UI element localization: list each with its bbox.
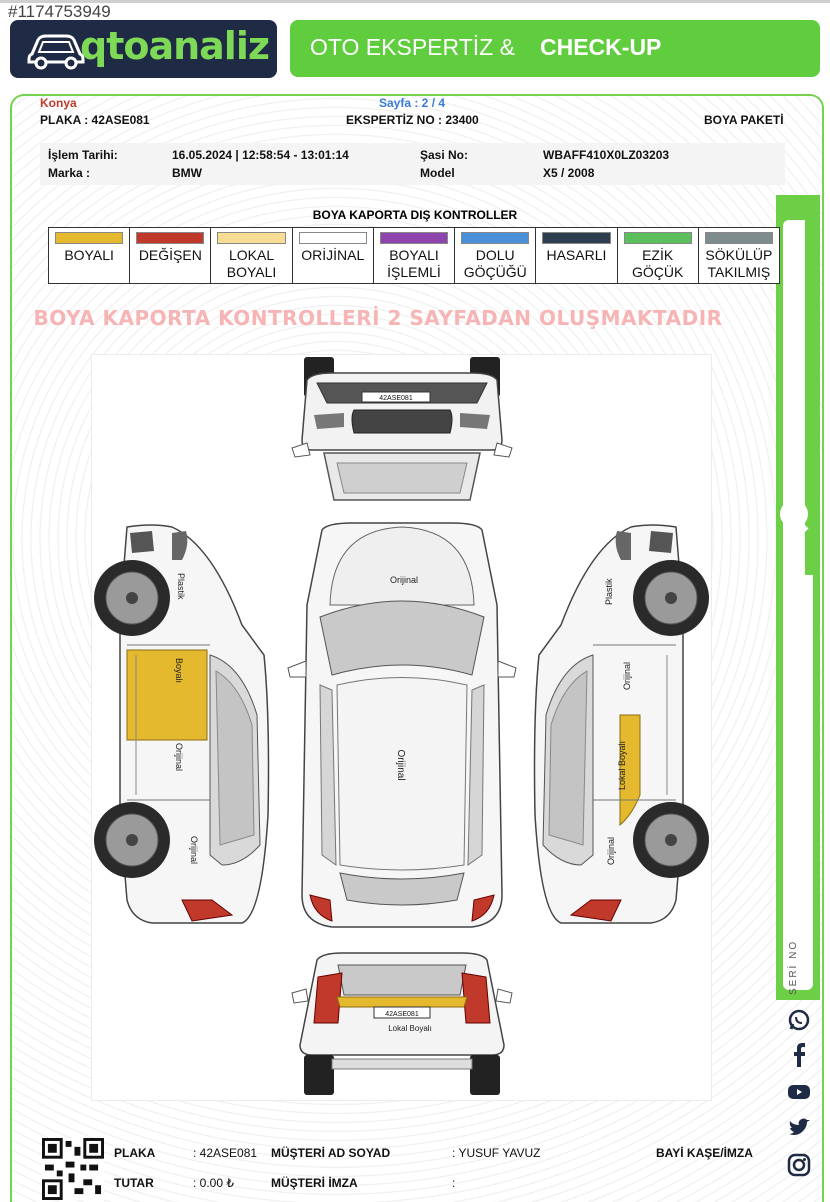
legend-item: HASARLI (536, 228, 618, 283)
logo: qtoanaliz (10, 20, 277, 78)
legend-item: BOYALI İŞLEMLİ (374, 228, 456, 283)
car-logo-icon (27, 34, 85, 70)
legend-label: EZİK GÖÇÜK (631, 247, 684, 280)
footer-customer-label: MÜŞTERİ AD SOYAD (271, 1146, 391, 1160)
header-title-normal: OTO EKSPERTİZ & (310, 34, 515, 60)
left-rear-door-label: Orijinal (174, 743, 184, 771)
left-fender-label: Plastik (176, 573, 186, 600)
side-strip-top (805, 195, 820, 575)
top-view: Orijinal Orijinal (287, 522, 517, 928)
rear-label: Lokal Boyalı (388, 1024, 432, 1033)
legend-item: LOKAL BOYALI (211, 228, 293, 283)
legend-label: BOYALI İŞLEMLİ (387, 247, 441, 280)
legend-label: LOKAL BOYALI (226, 247, 277, 280)
footer-amount-value: : 0.00 ₺ (193, 1176, 234, 1190)
model-value: X5 / 2008 (543, 166, 595, 180)
legend-item: DEĞİŞEN (130, 228, 212, 283)
legend-swatch (623, 232, 692, 244)
footer-customer-value: : YUSUF YAVUZ (452, 1146, 541, 1160)
left-rear-fender-label: Orijinal (189, 836, 199, 864)
top-border (0, 0, 830, 3)
car-diagram: 42ASE081 Orijinal Orijinal (91, 354, 712, 1101)
roof-label: Orijinal (395, 749, 406, 780)
legend-item: EZİK GÖÇÜK (618, 228, 699, 283)
legend-title: BOYA KAPORTA DIŞ KONTROLLER (312, 208, 518, 222)
footer-signature-label: MÜŞTERİ İMZA (271, 1176, 358, 1190)
car-diagram-svg: 42ASE081 Orijinal Orijinal (94, 357, 709, 1095)
footer-signature-value: : (452, 1176, 456, 1190)
plate: PLAKA : 42ASE081 (40, 113, 150, 127)
model-label: Model (420, 166, 455, 180)
footer-plate-label: PLAKA (114, 1146, 156, 1160)
left-side-view: Plastik Boyalı Orijinal Orijinal (94, 524, 270, 924)
facebook-icon[interactable] (787, 1043, 811, 1067)
legend-swatch (461, 232, 530, 244)
chassis-value: WBAFF410X0LZ03203 (543, 148, 670, 162)
hood-label: Orijinal (390, 575, 418, 585)
brand-label: Marka : (48, 166, 91, 180)
right-fender-label: Plastik (604, 578, 614, 605)
process-date-label: İşlem Tarihi: (48, 148, 118, 162)
warning-text: BOYA KAPORTA KONTROLLERİ 2 SAYFADAN OLUŞ… (33, 306, 723, 330)
footer-dealer-label: BAYİ KAŞE/İMZA (656, 1146, 753, 1160)
legend-item: ORİJİNAL (293, 228, 374, 283)
legend-item: BOYALI (49, 228, 131, 283)
instagram-icon[interactable] (787, 1153, 811, 1177)
right-side-view: Plastik Orijinal Lokal Boyalı Orijinal (533, 524, 709, 924)
process-date-value: 16.05.2024 | 12:58:54 - 13:01:14 (172, 148, 349, 162)
legend-label: HASARLI (546, 247, 607, 263)
twitter-icon[interactable] (787, 1116, 811, 1140)
rear-view: 42ASE081 Lokal Boyalı (291, 952, 513, 1095)
rear-plate: 42ASE081 (385, 1011, 419, 1018)
page-indicator: Sayfa : 2 / 4 (379, 96, 446, 110)
front-view: 42ASE081 (291, 357, 513, 501)
expertise-no: EKSPERTİZ NO : 23400 (346, 113, 479, 127)
right-front-door-label: Orijinal (622, 662, 632, 690)
package: BOYA PAKETİ (704, 113, 784, 127)
right-rear-door-label: Lokal Boyalı (617, 741, 627, 790)
qr-code[interactable] (42, 1138, 104, 1200)
legend-label: BOYALI (64, 247, 114, 263)
youtube-icon[interactable] (787, 1080, 811, 1104)
legend-swatch (379, 232, 449, 244)
right-rear-fender-label: Orijinal (606, 837, 616, 865)
legend-label: ORİJİNAL (301, 247, 365, 263)
footer-plate-value: : 42ASE081 (193, 1146, 258, 1160)
footer-amount-label: TUTAR (114, 1176, 154, 1190)
color-legend: BOYALI DEĞİŞEN LOKAL BOYALI ORİJİNAL BOYALI … (48, 227, 780, 284)
legend-swatch (136, 232, 205, 244)
legend-swatch (217, 232, 286, 244)
info-box (40, 143, 785, 185)
legend-item: SÖKÜLÜP TAKILMIŞ (699, 228, 779, 283)
front-plate: 42ASE081 (379, 395, 413, 402)
chassis-label: Şasi No: (420, 148, 469, 162)
logo-text: qtoanaliz (80, 24, 270, 68)
legend-swatch (55, 232, 124, 244)
brand-value: BMW (172, 166, 202, 180)
city: Konya (40, 96, 77, 110)
search-icon[interactable] (770, 492, 814, 540)
legend-label: SÖKÜLÜP TAKILMIŞ (705, 247, 773, 280)
legend-swatch (704, 232, 773, 244)
legend-label: DOLU GÖÇÜĞÜ (463, 247, 527, 280)
stock-id: #1174753949 (8, 2, 111, 21)
legend-label: DEĞİŞEN (138, 247, 202, 263)
seri-no-label: SERİ NO (788, 939, 799, 995)
whatsapp-icon[interactable] (787, 1008, 811, 1032)
header-title-bold: CHECK-UP (540, 34, 662, 60)
legend-swatch (542, 232, 611, 244)
header-title-banner: OTO EKSPERTİZ & CHECK-UP (290, 20, 820, 77)
left-front-door-label: Boyalı (174, 658, 184, 683)
legend-swatch (298, 232, 367, 244)
legend-item: DOLU GÖÇÜĞÜ (455, 228, 537, 283)
